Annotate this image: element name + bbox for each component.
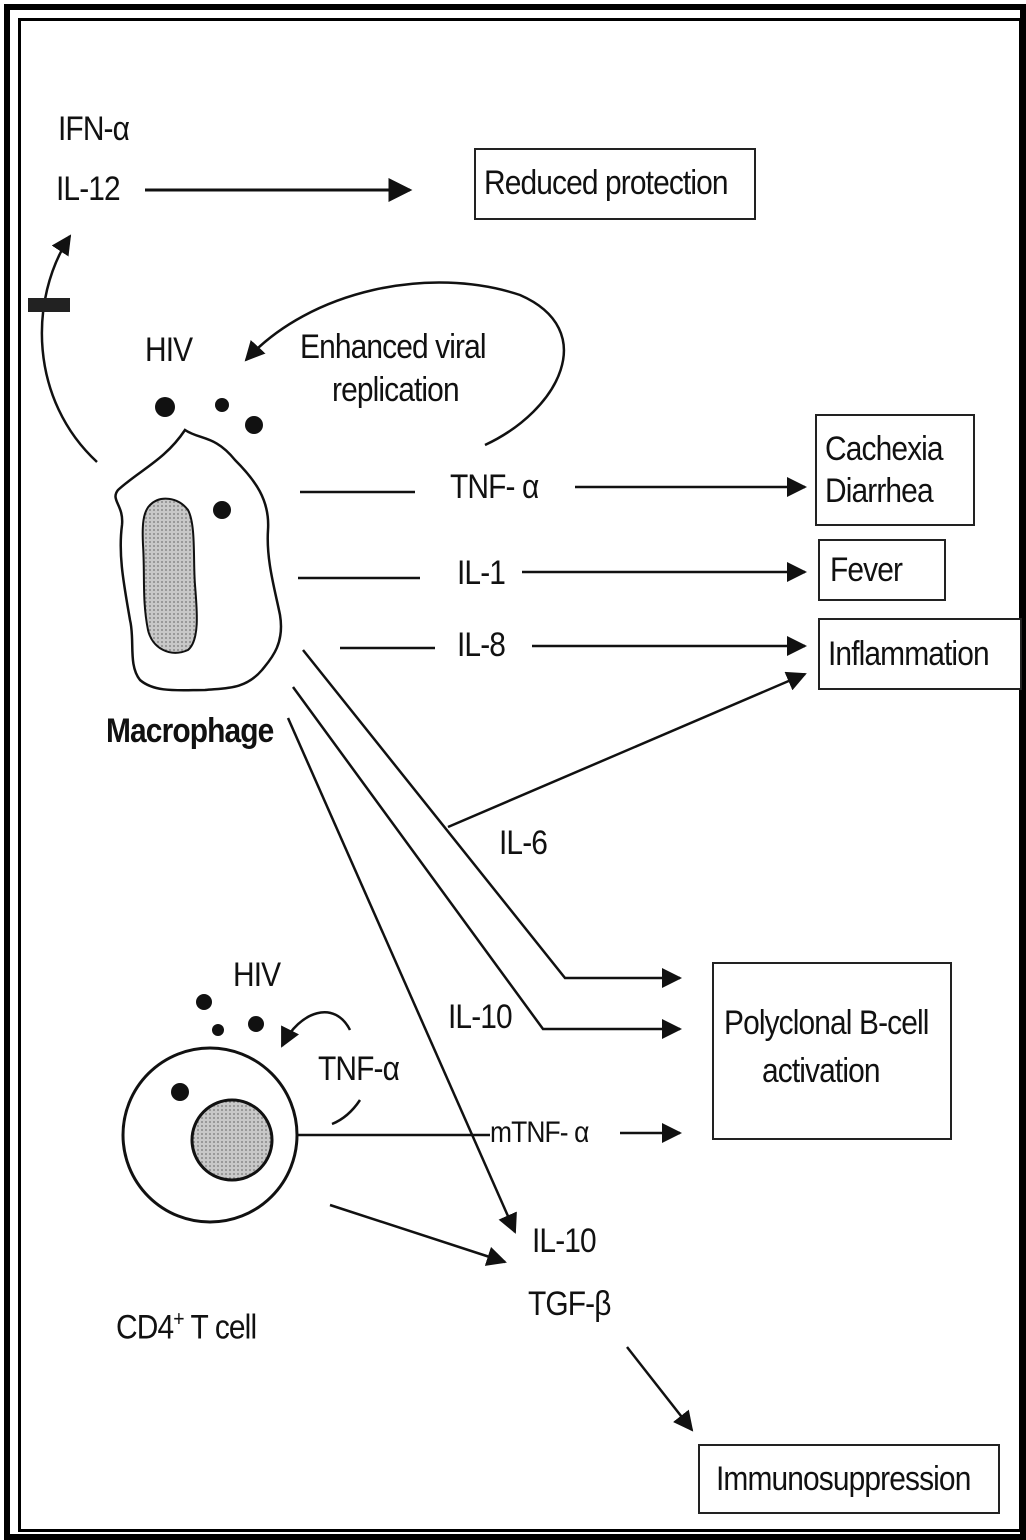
label-il12: IL-12 <box>56 172 120 206</box>
cd4-t-cell-nucleus <box>192 1100 272 1180</box>
label-tnf-alpha-tcell: TNF-α <box>318 1052 399 1086</box>
text-fever: Fever <box>830 551 902 590</box>
text-reduced-protection: Reduced protection <box>484 164 728 203</box>
label-tnf-alpha: TNF- α <box>450 470 538 504</box>
box-fever: Fever <box>818 539 946 601</box>
inhibition-bar <box>28 298 70 312</box>
cd4-superscript: + <box>173 1306 183 1331</box>
label-hiv-tcell: HIV <box>233 958 280 992</box>
label-il10-macrophage: IL-10 <box>448 1000 512 1034</box>
label-mtnf-alpha: mTNF- α <box>490 1118 589 1148</box>
arrow-macrophage-polyclonal-1 <box>303 650 680 978</box>
tnf-autocrine-tail <box>332 1100 360 1124</box>
label-il6: IL-6 <box>499 826 547 860</box>
hiv-particle-inside <box>213 501 231 519</box>
hiv-particle <box>248 1016 264 1032</box>
label-il10: IL-10 <box>532 1224 596 1258</box>
text-cachexia: Cachexia <box>825 430 943 469</box>
cd4-prefix: CD4 <box>116 1308 173 1346</box>
hiv-particle <box>215 398 229 412</box>
arrow-macrophage-to-ifn <box>42 236 97 462</box>
hiv-particle <box>155 397 175 417</box>
arrow-tcell-il10 <box>330 1205 505 1262</box>
text-diarrhea: Diarrhea <box>825 472 933 511</box>
hiv-particle <box>196 994 212 1010</box>
text-inflammation: Inflammation <box>828 635 989 674</box>
hiv-particle-inside <box>171 1083 189 1101</box>
arrow-tnf-autocrine <box>282 1012 350 1046</box>
macrophage-nucleus <box>143 499 197 653</box>
box-polyclonal-b-cell-activation: Polyclonal B-cell activation <box>712 962 952 1140</box>
label-cd4-t-cell: CD4+ T cell <box>116 1308 256 1344</box>
arrow-il6-inflammation <box>448 674 805 827</box>
macrophage-cell <box>116 430 281 690</box>
label-enhanced-viral: Enhanced viral <box>300 330 486 364</box>
label-replication: replication <box>332 373 459 407</box>
label-macrophage: Macrophage <box>106 714 273 748</box>
arrow-macrophage-il10 <box>288 718 515 1232</box>
text-immunosuppression: Immunosuppression <box>716 1460 970 1499</box>
text-polyclonal-line1: Polyclonal B-cell <box>724 1004 929 1043</box>
label-il1: IL-1 <box>457 556 505 590</box>
text-polyclonal-line2: activation <box>762 1052 880 1091</box>
label-il8: IL-8 <box>457 628 505 662</box>
arrow-tgf-immunosuppression <box>627 1347 692 1430</box>
label-ifn-alpha: IFN-α <box>58 112 129 146</box>
hiv-particle <box>212 1024 224 1036</box>
box-immunosuppression: Immunosuppression <box>698 1444 1000 1514</box>
label-hiv-macrophage: HIV <box>145 333 192 367</box>
box-inflammation: Inflammation <box>818 618 1022 690</box>
cd4-suffix: T cell <box>184 1308 257 1346</box>
label-tgf-beta: TGF-β <box>528 1287 611 1321</box>
hiv-particle <box>245 416 263 434</box>
box-reduced-protection: Reduced protection <box>474 148 756 220</box>
box-cachexia-diarrhea: Cachexia Diarrhea <box>815 414 975 526</box>
